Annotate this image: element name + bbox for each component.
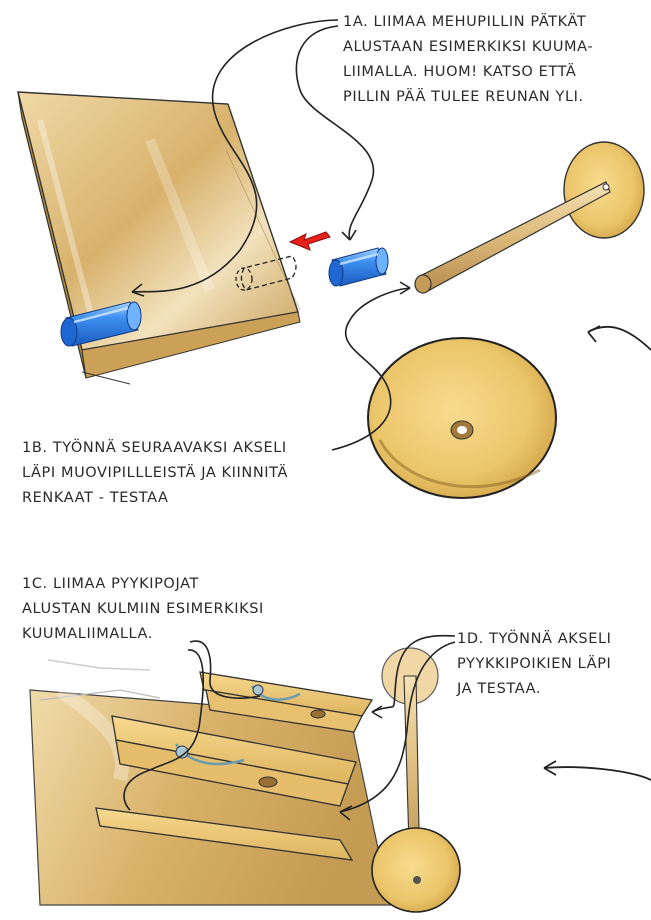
step-1a-line: PILLIN PÄÄ TULEE REUNAN YLI. <box>343 85 593 110</box>
step-1d-instruction: 1D. TYÖNNÄ AKSELI PYYKKIPOIKIEN LÄPI JA … <box>457 627 612 702</box>
step-1b-line: 1B. TYÖNNÄ SEURAAVAKSI AKSELI <box>22 436 288 461</box>
step-1b-line: RENKAAT - TESTAA <box>22 486 288 511</box>
step-1c-instruction: 1C. LIIMAA PYYKIPOJAT ALUSTAN KULMIIN ES… <box>22 572 264 647</box>
step-1a-line: ALUSTAAN ESIMERKIKSI KUUMA- <box>343 35 593 60</box>
step-1d-line: JA TESTAA. <box>457 677 612 702</box>
step-1a-instruction: 1A. LIIMAA MEHUPILLIN PÄTKÄT ALUSTAAN ES… <box>343 10 593 110</box>
axle-with-wheel <box>415 142 644 293</box>
small-wheel <box>372 828 460 912</box>
large-wheel <box>368 338 556 498</box>
step-1c-line: ALUSTAN KULMIIN ESIMERKIKSI <box>22 597 264 622</box>
step-1b-line: LÄPI MUOVIPILLLEISTÄ JA KIINNITÄ <box>22 461 288 486</box>
base-board-top <box>18 92 300 384</box>
straw-loose <box>329 248 388 286</box>
rotation-arrow-bottom <box>544 761 651 780</box>
step-1d-line: 1D. TYÖNNÄ AKSELI <box>457 627 612 652</box>
step-1a-line: 1A. LIIMAA MEHUPILLIN PÄTKÄT <box>343 10 593 35</box>
step-1d-line: PYYKKIPOIKIEN LÄPI <box>457 652 612 677</box>
step-1b-instruction: 1B. TYÖNNÄ SEURAAVAKSI AKSELI LÄPI MUOVI… <box>22 436 288 511</box>
step-1c-line: 1C. LIIMAA PYYKIPOJAT <box>22 572 264 597</box>
rotation-arrow-top <box>588 326 651 350</box>
step-1c-line: KUUMALIIMALLA. <box>22 622 264 647</box>
step-1a-line: LIIMALLA. HUOM! KATSO ETTÄ <box>343 60 593 85</box>
insert-direction-arrow <box>290 232 330 250</box>
